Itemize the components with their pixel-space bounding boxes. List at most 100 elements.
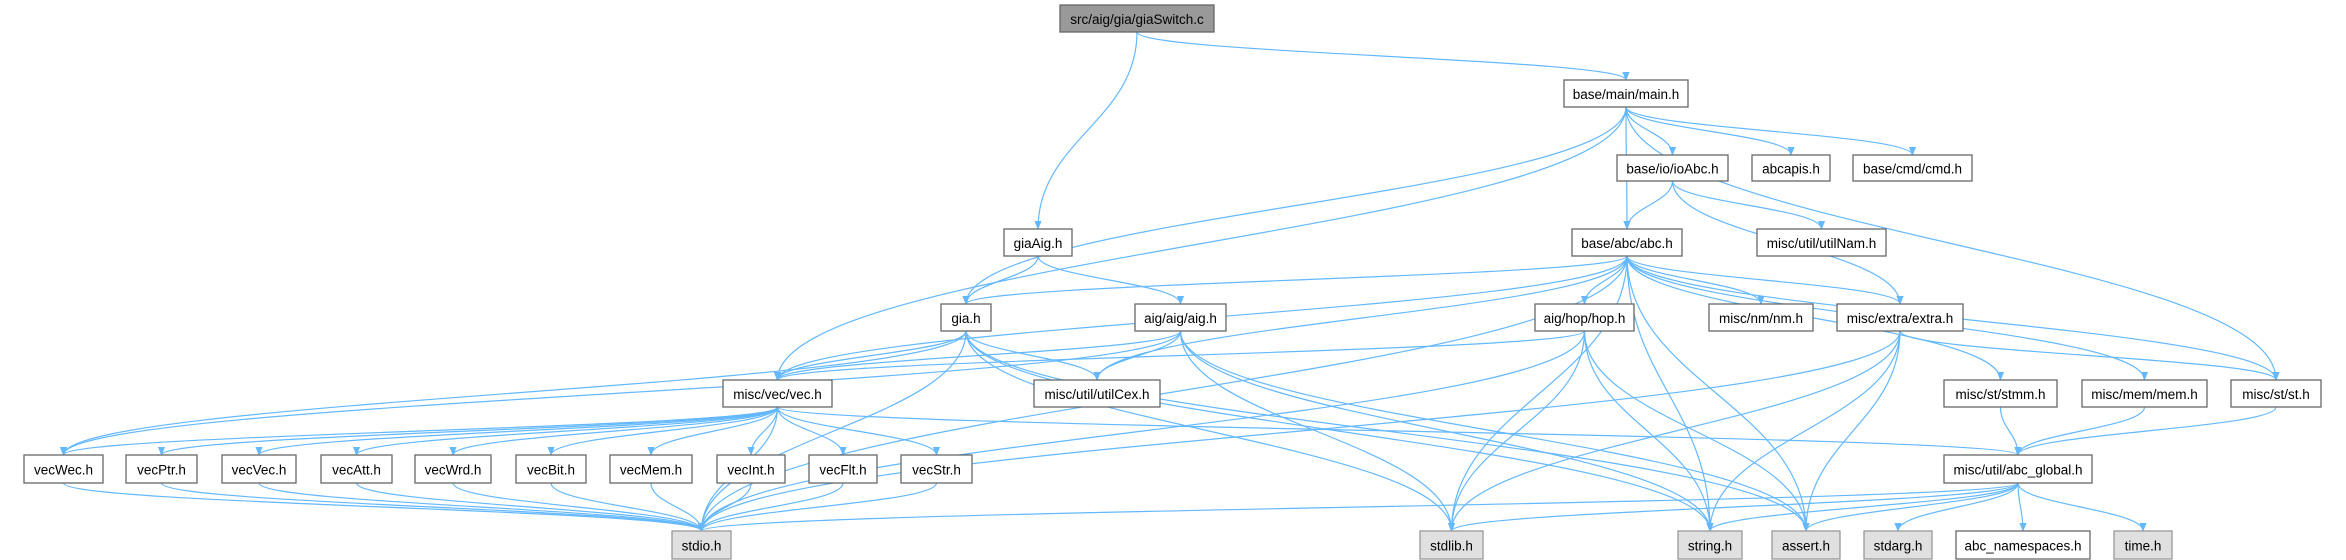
node-main[interactable]: base/main/main.h <box>1563 79 1689 108</box>
node-gia[interactable]: gia.h <box>940 303 992 332</box>
node-label: aig/hop/hop.h <box>1544 311 1626 326</box>
node-cmd[interactable]: base/cmd/cmd.h <box>1852 154 1973 182</box>
node-box <box>23 454 104 484</box>
edge-hop-to-vec <box>774 330 1586 381</box>
node-assert: assert.h <box>1771 530 1841 560</box>
edge-abc-to-utilCex <box>1093 255 1628 381</box>
edge-abc-to-stdlib <box>1447 255 1628 532</box>
node-box <box>414 454 492 484</box>
edge-extra-to-stdio <box>698 330 1901 532</box>
node-box <box>1033 379 1161 408</box>
edge-main-to-vec <box>773 106 1627 381</box>
node-extra[interactable]: misc/extra/extra.h <box>1836 303 1964 332</box>
edge-root-to-main <box>1136 31 1630 81</box>
node-label: misc/st/stmm.h <box>1956 387 2046 402</box>
node-box <box>1003 228 1073 257</box>
edge-extra-to-st <box>1899 330 2280 381</box>
node-abc[interactable]: base/abc/abc.h <box>1571 228 1683 257</box>
edge-abc_global-to-assert <box>1802 482 2019 532</box>
node-vecStr[interactable]: vecStr.h <box>900 454 973 484</box>
edge-gia-to-string <box>965 330 1714 532</box>
node-label: string.h <box>1688 539 1732 554</box>
edge-abc-to-assert <box>1626 255 1810 532</box>
node-box <box>1534 303 1635 332</box>
node-label: assert.h <box>1782 539 1830 554</box>
node-vec[interactable]: misc/vec/vec.h <box>722 379 833 408</box>
node-st[interactable]: misc/st/st.h <box>2230 379 2322 408</box>
node-abc_namespaces[interactable]: abc_namespaces.h <box>1955 530 2091 560</box>
edge-abc-to-gia <box>962 255 1628 305</box>
node-label: gia.h <box>951 311 980 326</box>
node-label: vecWrd.h <box>425 463 482 478</box>
node-vecWec[interactable]: vecWec.h <box>23 454 104 484</box>
node-vecMem[interactable]: vecMem.h <box>609 454 693 484</box>
node-ioAbc[interactable]: base/io/ioAbc.h <box>1616 154 1729 182</box>
node-box <box>1943 379 2058 408</box>
node-box <box>2081 379 2208 408</box>
node-hop[interactable]: aig/hop/hop.h <box>1534 303 1635 332</box>
node-box <box>609 454 693 484</box>
node-label: vecInt.h <box>727 463 774 478</box>
node-nm[interactable]: misc/nm/nm.h <box>1708 303 1814 332</box>
edge-vecAtt-to-stdio <box>355 482 705 532</box>
node-abcapis[interactable]: abcapis.h <box>1751 154 1831 182</box>
node-label: base/io/ioAbc.h <box>1626 162 1718 177</box>
edge-abc_global-to-time <box>2017 482 2147 532</box>
edge-aig-to-stdlib <box>1179 330 1456 532</box>
node-aig[interactable]: aig/aig/aig.h <box>1134 303 1227 332</box>
edge-abc_global-to-string <box>1706 482 2019 532</box>
node-box <box>1863 530 1933 560</box>
edge-abc_global-to-abc_namespaces <box>2017 482 2027 532</box>
node-vecPtr[interactable]: vecPtr.h <box>125 454 198 484</box>
edge-vec-to-vecWec <box>60 406 779 456</box>
edge-gia-to-vec <box>773 330 967 381</box>
edge-aig-to-vec <box>774 330 1182 381</box>
node-label: base/main/main.h <box>1573 87 1680 102</box>
node-box <box>940 303 992 332</box>
edge-gia-to-vecWec <box>60 330 967 456</box>
node-vecInt[interactable]: vecInt.h <box>716 454 786 484</box>
node-time: time.h <box>2113 530 2173 560</box>
node-vecFlt[interactable]: vecFlt.h <box>808 454 878 484</box>
node-stdlib: stdlib.h <box>1419 530 1484 560</box>
edge-vecBit-to-stdio <box>550 482 706 532</box>
node-label: abcapis.h <box>1762 162 1820 177</box>
edge-vecVec-to-stdio <box>258 482 705 532</box>
node-box <box>1708 303 1814 332</box>
edge-vecStr-to-stdio <box>697 482 938 532</box>
edge-abc_global-to-stdlib <box>1448 482 2019 532</box>
edge-abc-to-hop <box>1580 255 1628 305</box>
edge-root-to-giaAig <box>1034 31 1138 230</box>
edge-st-to-abc_global <box>2014 406 2277 456</box>
node-box <box>2113 530 2173 560</box>
node-label: vecStr.h <box>912 463 961 478</box>
edge-main-to-cmd <box>1625 106 1916 156</box>
node-box <box>515 454 587 484</box>
node-vecWrd[interactable]: vecWrd.h <box>414 454 492 484</box>
node-utilNam[interactable]: misc/util/utilNam.h <box>1756 228 1887 257</box>
node-mem[interactable]: misc/mem/mem.h <box>2081 379 2208 408</box>
edge-abc-to-nm <box>1626 255 1765 305</box>
node-stmm[interactable]: misc/st/stmm.h <box>1943 379 2058 408</box>
node-vecAtt[interactable]: vecAtt.h <box>320 454 393 484</box>
node-box <box>1571 228 1683 257</box>
edge-main-to-ioAbc <box>1625 106 1677 156</box>
edge-extra-to-string <box>1706 330 1901 532</box>
edge-vec-to-vecFlt <box>776 406 847 456</box>
node-label: misc/vec/vec.h <box>733 387 822 402</box>
edge-vecFlt-to-stdio <box>697 482 844 532</box>
node-label: stdarg.h <box>1874 539 1923 554</box>
edge-vecPtr-to-stdio <box>160 482 705 532</box>
node-label: vecFlt.h <box>819 463 866 478</box>
edge-ioAbc-to-utilNam <box>1671 180 1826 230</box>
edge-vec-to-vecPtr <box>158 406 779 456</box>
node-label: base/cmd/cmd.h <box>1863 162 1962 177</box>
node-label: misc/st/st.h <box>2242 387 2310 402</box>
node-vecVec[interactable]: vecVec.h <box>221 454 297 484</box>
node-vecBit[interactable]: vecBit.h <box>515 454 587 484</box>
node-giaAig[interactable]: giaAig.h <box>1003 228 1073 257</box>
edge-vec-to-vecStr <box>776 406 941 456</box>
node-utilCex[interactable]: misc/util/utilCex.h <box>1033 379 1161 408</box>
node-abc_global[interactable]: misc/util/abc_global.h <box>1943 454 2093 484</box>
node-box <box>900 454 973 484</box>
